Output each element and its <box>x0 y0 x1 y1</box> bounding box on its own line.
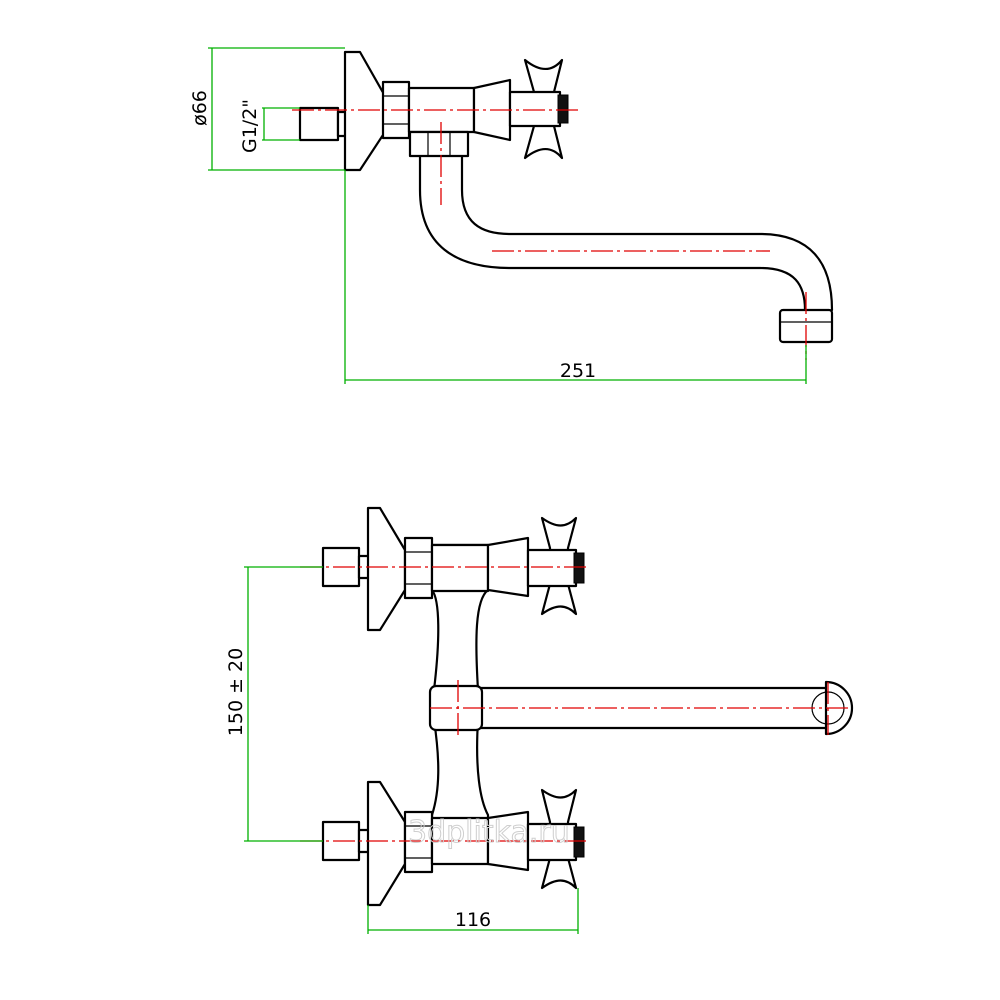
watermark: 3dplitka.ru <box>408 815 570 850</box>
spout-tube-inner <box>460 153 834 312</box>
side-swivel-nut <box>408 130 470 158</box>
front-dimensions: 150 ± 20 116 <box>225 566 579 934</box>
front-upper-valve <box>321 506 585 632</box>
dim-flange-diameter: ø66 <box>189 90 211 126</box>
front-view <box>300 506 854 907</box>
side-flange <box>343 50 387 172</box>
side-handle-cap <box>557 94 569 124</box>
dim-handle-length: 116 <box>455 909 491 931</box>
dim-inlet-spacing: 150 ± 20 <box>225 648 247 736</box>
side-dimensions: ø66 G1/2" 251 <box>189 47 807 384</box>
side-view <box>292 50 834 360</box>
side-connector <box>298 106 340 142</box>
front-lower-valve <box>321 780 585 907</box>
spout-tube-outer <box>418 153 807 312</box>
dim-spout-reach: 251 <box>560 360 596 382</box>
dim-thread: G1/2" <box>239 99 261 153</box>
